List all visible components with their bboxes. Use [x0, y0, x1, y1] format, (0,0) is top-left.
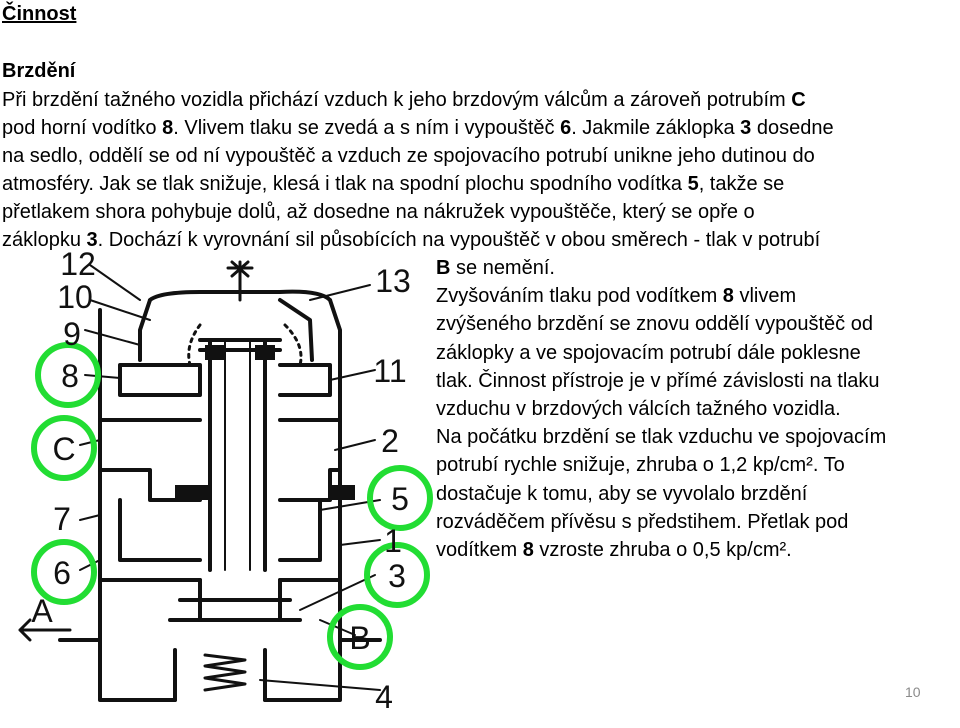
text-line: Na počátku brzdění se tlak vzduchu ve sp…: [436, 426, 887, 449]
label-B: B: [349, 620, 370, 656]
label-10: 10: [57, 279, 93, 315]
circle-3: [364, 542, 430, 608]
valve-diagram: 12 10 9 8 C 7 6 A 13 11 2 5 1 3 B 4: [18, 246, 433, 715]
text-line: Při brzdění tažného vozidla přichází vzd…: [2, 89, 806, 111]
paragraph-top: Při brzdění tažného vozidla přichází vzd…: [2, 86, 952, 254]
label-9: 9: [63, 316, 81, 352]
inlet-arrow: [18, 618, 72, 642]
label-13: 13: [375, 263, 411, 299]
label-4: 4: [375, 679, 393, 715]
label-6: 6: [53, 555, 71, 591]
label-12: 12: [60, 246, 96, 282]
text-line: atmosféry. Jak se tlak snižuje, klesá i …: [2, 173, 785, 195]
label-C: C: [52, 431, 75, 467]
circle-5: [367, 465, 433, 531]
text-line: pod horní vodítko 8. Vlivem tlaku se zve…: [2, 117, 834, 139]
circle-C: [31, 415, 97, 481]
label-3: 3: [388, 558, 406, 594]
spring: [203, 653, 247, 692]
central-stem: [208, 338, 267, 572]
label-2: 2: [381, 423, 399, 459]
page-number: 10: [905, 684, 921, 700]
text-line: rozváděčem přívěsu s předstihem. Přetlak…: [436, 510, 849, 533]
text-line: vzduchu v brzdových válcích tažného vozi…: [436, 398, 841, 421]
text-line: na sedlo, oddělí se od ní vypouštěč a vz…: [2, 145, 815, 167]
paragraph-right: B se nemění. Zvyšováním tlaku pod vodítk…: [436, 254, 956, 564]
text-line: potrubí rychle snižuje, zhruba o 1,2 kp/…: [436, 454, 845, 477]
label-11: 11: [373, 353, 406, 389]
text-line: tlak. Činnost přístroje je v přímé závis…: [436, 369, 880, 392]
label-7: 7: [53, 501, 71, 537]
slide-title: Činnost: [2, 3, 77, 25]
text-line: záklopky a ve spojovacím potrubí dále po…: [436, 341, 861, 364]
label-A: A: [31, 593, 53, 629]
circle-6: [31, 539, 97, 605]
text-line: zvýšeného brzdění se znovu oddělí vypouš…: [436, 313, 873, 336]
label-8: 8: [61, 358, 79, 394]
text-line: B se nemění.: [436, 257, 555, 279]
text-line: vodítkem 8 vzroste zhruba o 0,5 kp/cm².: [436, 539, 792, 562]
label-5: 5: [391, 481, 409, 517]
label-1: 1: [384, 523, 402, 559]
text-line: přetlakem shora pohybuje dolů, až dosedn…: [2, 201, 755, 223]
section-heading: Brzdění: [2, 60, 76, 82]
text-line: Zvyšováním tlaku pod vodítkem 8 vlivem: [436, 285, 797, 308]
text-line: záklopku 3. Dochází k vyrovnání sil půso…: [2, 229, 821, 251]
text-line: dostačuje k tomu, aby se vyvolalo brzděn…: [436, 482, 808, 505]
circle-B: [327, 604, 393, 670]
circle-8: [35, 342, 101, 408]
